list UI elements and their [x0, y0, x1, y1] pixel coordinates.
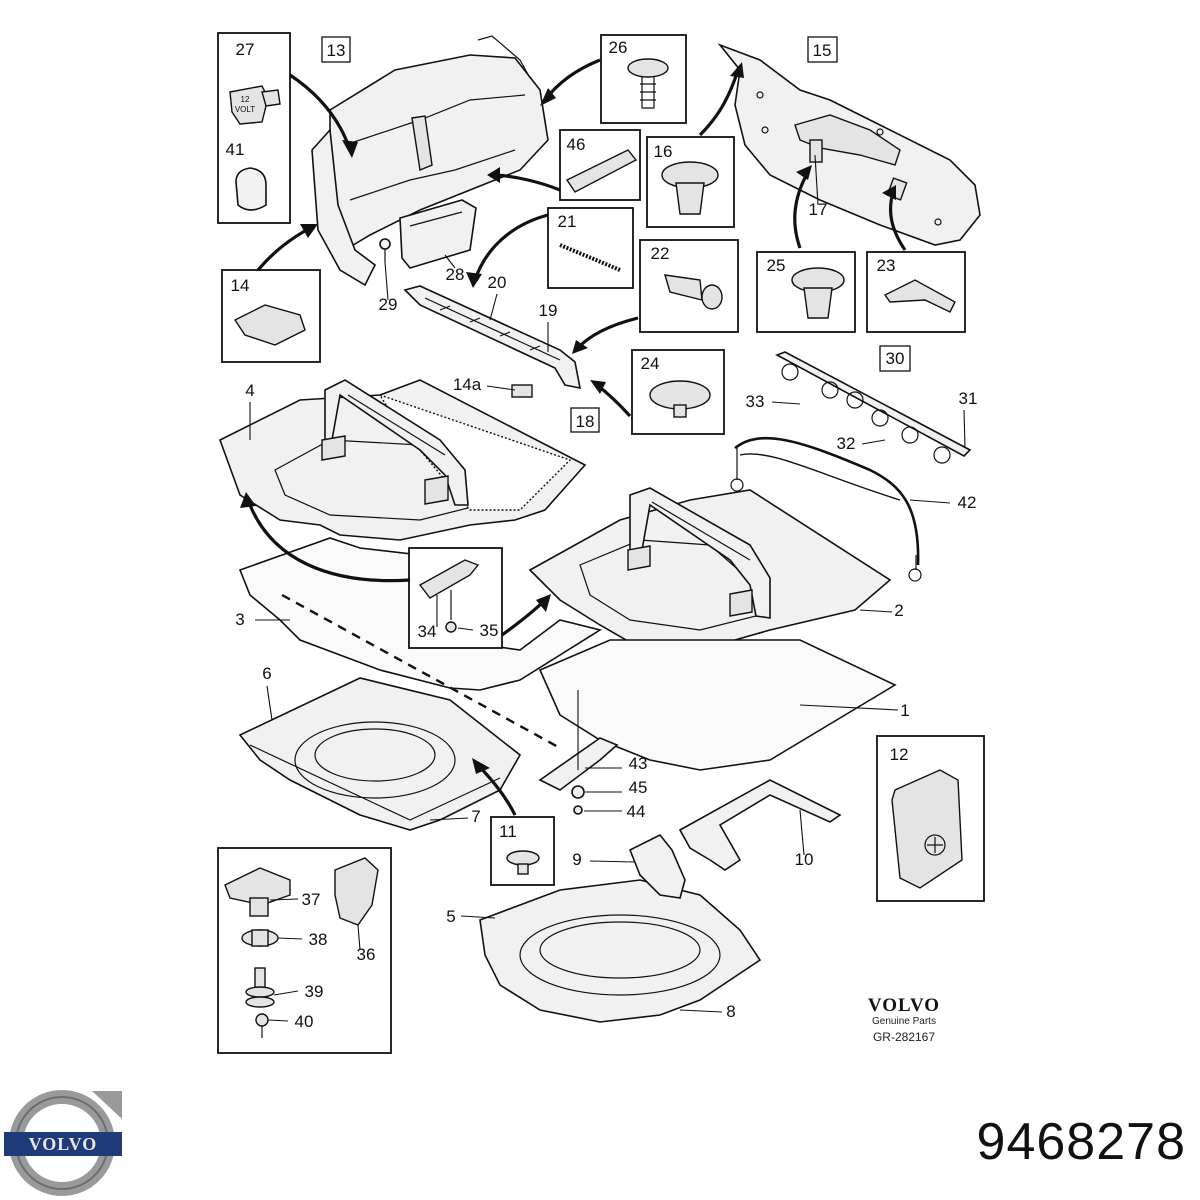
plug-label-volt: VOLT — [235, 105, 255, 114]
framed-tag-13 — [321, 36, 351, 63]
callout-5: 5 — [446, 907, 455, 926]
callout-6: 6 — [262, 664, 271, 683]
callout-35: 35 — [480, 621, 499, 640]
detail-box-27-41: 12 VOLT — [217, 32, 291, 224]
callout-10: 10 — [795, 850, 814, 869]
callout-2: 2 — [894, 601, 903, 620]
detail-box-label-27: 27 — [236, 40, 255, 59]
screw-29 — [379, 238, 391, 262]
leader-lines — [249, 154, 966, 1022]
detail-box-label-23: 23 — [877, 256, 896, 275]
luggage-cover-4 — [219, 379, 587, 541]
detail-box-21 — [547, 207, 634, 289]
callout-42: 42 — [958, 493, 977, 512]
detail-box-label-46: 46 — [567, 135, 586, 154]
callout-36: 36 — [357, 945, 376, 964]
detail-box-11 — [490, 816, 555, 886]
detail-box-label-26: 26 — [609, 38, 628, 57]
callout-29: 29 — [379, 295, 398, 314]
detail-box-25 — [756, 251, 856, 333]
callout-41: 41 — [226, 140, 245, 159]
callout-40: 40 — [295, 1012, 314, 1031]
detail-box-22 — [639, 239, 739, 333]
callout-12: 12 — [890, 745, 909, 764]
detail-box-34-35 — [408, 547, 503, 649]
luggage-cover-2 — [528, 487, 892, 651]
logo-arrow-icon — [92, 1091, 122, 1119]
detail-box-12 — [876, 735, 985, 902]
detail-box-label-22: 22 — [651, 244, 670, 263]
detail-box-46 — [559, 129, 641, 201]
detail-box-label-11: 11 — [499, 822, 517, 841]
arrowheads — [240, 62, 896, 774]
callout-8: 8 — [726, 1002, 735, 1021]
assembly-arrows — [246, 58, 907, 816]
brand-wordmark: VOLVO — [867, 995, 941, 1016]
callout-3: 3 — [235, 610, 244, 629]
detail-box-label-16: 16 — [654, 142, 673, 161]
callout-17: 17 — [809, 200, 828, 219]
callout-28: 28 — [446, 265, 465, 284]
sill-plate — [403, 285, 582, 390]
storage-tray-28 — [399, 199, 477, 269]
detail-box-label-25: 25 — [767, 256, 786, 275]
part-number: 9468278 — [976, 1113, 1186, 1171]
callout-44: 44 — [627, 802, 646, 821]
floor-panel-5 — [479, 879, 762, 1023]
rail-10 — [678, 779, 842, 871]
callout-37: 37 — [302, 890, 321, 909]
callout-34: 34 — [418, 622, 437, 641]
logo-band-icon — [4, 1132, 122, 1156]
floor-mat-1 — [538, 639, 897, 771]
callout-7: 7 — [471, 807, 480, 826]
logo-wordmark: VOLVO — [29, 1134, 98, 1154]
detail-box-23 — [866, 251, 966, 333]
callout-20: 20 — [488, 273, 507, 292]
callout-32: 32 — [837, 434, 856, 453]
hook-rail-30 — [775, 351, 972, 464]
framed-tag-15 — [807, 36, 838, 63]
framed-tag-label-13: 13 — [327, 41, 346, 60]
callout-19: 19 — [539, 301, 558, 320]
callout-39: 39 — [305, 982, 324, 1001]
callout-33: 33 — [746, 392, 765, 411]
framed-tag-30 — [879, 345, 911, 372]
detail-box-label-14: 14 — [231, 276, 250, 295]
framed-tag-18 — [570, 407, 600, 433]
side-trim-panel — [311, 35, 549, 287]
volvo-logo: VOLVO — [4, 1090, 122, 1196]
callout-1: 1 — [900, 701, 909, 720]
callout-38: 38 — [309, 930, 328, 949]
floor-panel-6 — [238, 677, 522, 831]
callout-9: 9 — [572, 850, 581, 869]
screw-44 — [573, 805, 583, 815]
callout-31: 31 — [959, 389, 978, 408]
detail-box-24 — [631, 349, 725, 435]
callout-45: 45 — [629, 778, 648, 797]
plug-label-12: 12 — [241, 95, 250, 104]
detail-box-16 — [646, 136, 735, 228]
framed-tag-label-18: 18 — [576, 412, 595, 431]
detail-box-14 — [221, 269, 321, 363]
callout-43: 43 — [629, 754, 648, 773]
callout-14a: 14a — [453, 375, 482, 394]
leader-43-45-44 — [577, 690, 622, 812]
detail-box-label-21: 21 — [558, 212, 577, 231]
detail-box-label-24: 24 — [641, 354, 660, 373]
framed-tag-label-30: 30 — [886, 349, 905, 368]
trunk-lid-panel — [717, 43, 981, 246]
detail-box-26 — [600, 34, 687, 124]
strap-42 — [730, 436, 922, 582]
framed-tag-label-15: 15 — [813, 41, 832, 60]
washer-45 — [571, 785, 585, 799]
diagram-reference-code: GR-282167 — [872, 1030, 936, 1044]
detail-box-36-40 — [217, 847, 392, 1054]
brand-subtitle: Genuine Parts — [872, 1016, 936, 1027]
bracket-9 — [628, 833, 686, 899]
clip-14a — [511, 384, 533, 398]
callout-4: 4 — [245, 381, 254, 400]
